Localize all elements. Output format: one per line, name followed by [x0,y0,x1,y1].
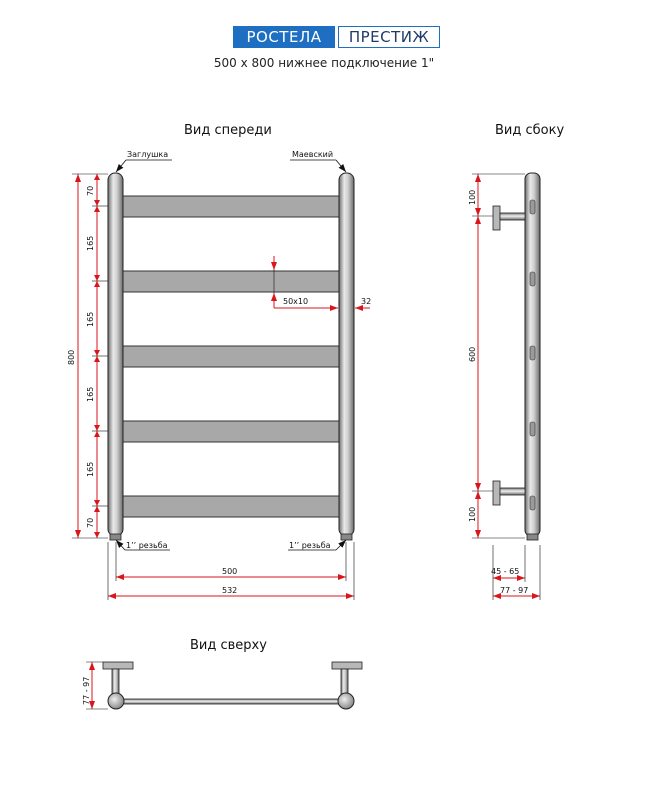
bar-5 [121,495,341,518]
side-view-title: Вид сбоку [495,123,565,138]
top-view: 77 - 97 [82,661,363,710]
segment-label-4: 165 [86,387,95,402]
segment-label-1: 70 [86,186,95,196]
brand-logo-box: РОСТЕЛА [233,26,335,48]
side-depth-max-label: 77 - 97 [500,586,528,595]
top-depth-label: 77 - 97 [82,677,91,705]
segment-label-2: 165 [86,236,95,251]
top-right-pipe [337,692,355,710]
total-height-label: 800 [67,350,76,365]
bar-2 [121,270,341,293]
bar-profile-label: 50х10 [283,297,308,306]
side-bracket-top [492,205,526,231]
side-bottom-offset-label: 100 [468,507,477,522]
front-view-title: Вид спереди [184,123,272,138]
front-view: Заглушка Маевский 1’’ резьба 1’’ резьба … [67,150,371,600]
side-top-offset-label: 100 [468,190,477,205]
bar-1 [121,195,341,218]
bar-3 [121,345,341,368]
product-subtitle: 500 х 800 нижнее подключение 1" [213,56,435,70]
top-bar [115,698,347,705]
side-bar-marks [529,199,536,511]
total-width-label: 532 [222,586,237,595]
side-view: 100 600 100 45 - 65 77 - 97 [468,172,541,600]
segment-ticks [94,174,100,538]
thread-left-label: 1’’ резьба [126,541,168,550]
horizontal-dimension-lines [107,542,355,600]
side-bracket-bottom [492,480,526,506]
segment-label-3: 165 [86,312,95,327]
top-left-pipe [107,692,125,710]
segment-label-5: 165 [86,462,95,477]
top-view-title: Вид сверху [190,638,267,653]
thread-right-label: 1’’ резьба [289,541,331,550]
top-bracket-right [331,661,363,696]
right-pipe [338,172,355,537]
plug-label: Заглушка [127,150,168,159]
side-depth-min-label: 45 - 65 [491,567,519,576]
left-pipe [107,172,124,537]
bar-4 [121,420,341,443]
vertical-dimension-lines [72,173,108,539]
left-thread-fitting [109,533,122,541]
model-name-box: ПРЕСТИЖ [338,26,440,48]
right-thread-fitting [340,533,353,541]
pipe-diameter-label: 32 [361,297,371,306]
center-width-label: 500 [222,567,237,576]
top-bracket-left [102,661,134,696]
side-center-label: 600 [468,347,477,362]
side-bottom-fitting [526,533,539,541]
front-bars [121,195,341,518]
segment-label-6: 70 [86,518,95,528]
valve-label: Маевский [292,150,333,159]
